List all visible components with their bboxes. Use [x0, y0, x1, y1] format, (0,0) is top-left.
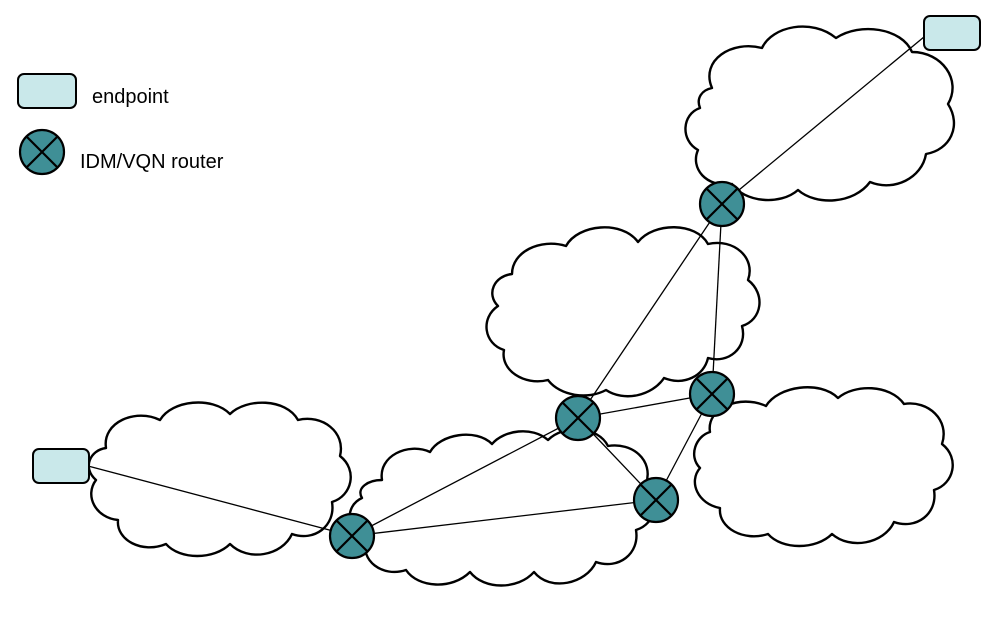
link-router-top-endpoint-top-right: [721, 31, 931, 205]
router-top: [698, 180, 746, 228]
router-bottom-center: [632, 476, 680, 524]
cloud-top-right: [684, 25, 956, 202]
endpoint-left: [32, 448, 90, 484]
link-router-center-router-top: [577, 203, 723, 419]
routers: [328, 180, 746, 560]
legend: endpoint IDM/VQN router: [17, 73, 224, 176]
router-left: [328, 512, 376, 560]
clouds: [87, 25, 956, 587]
links: [87, 31, 931, 537]
endpoints: [32, 15, 981, 484]
legend-endpoint-label: endpoint: [92, 86, 169, 108]
router-center: [554, 394, 602, 442]
cloud-bottom-center: [348, 428, 657, 587]
cloud-bottom-right: [693, 386, 954, 548]
legend-router-label: IDM/VQN router: [80, 151, 224, 173]
endpoint-top-right: [923, 15, 981, 51]
cloud-left: [87, 401, 352, 558]
endpoint-box-icon: [17, 73, 77, 109]
router-cross-circle-icon: [18, 128, 66, 176]
router-mid-right: [688, 370, 736, 418]
link-router-left-router-bottom-center: [351, 499, 657, 537]
link-endpoint-left-router-left: [87, 465, 353, 537]
cloud-middle: [485, 226, 761, 398]
link-router-mid-right-router-top: [711, 203, 723, 395]
link-router-left-router-center: [351, 417, 579, 537]
